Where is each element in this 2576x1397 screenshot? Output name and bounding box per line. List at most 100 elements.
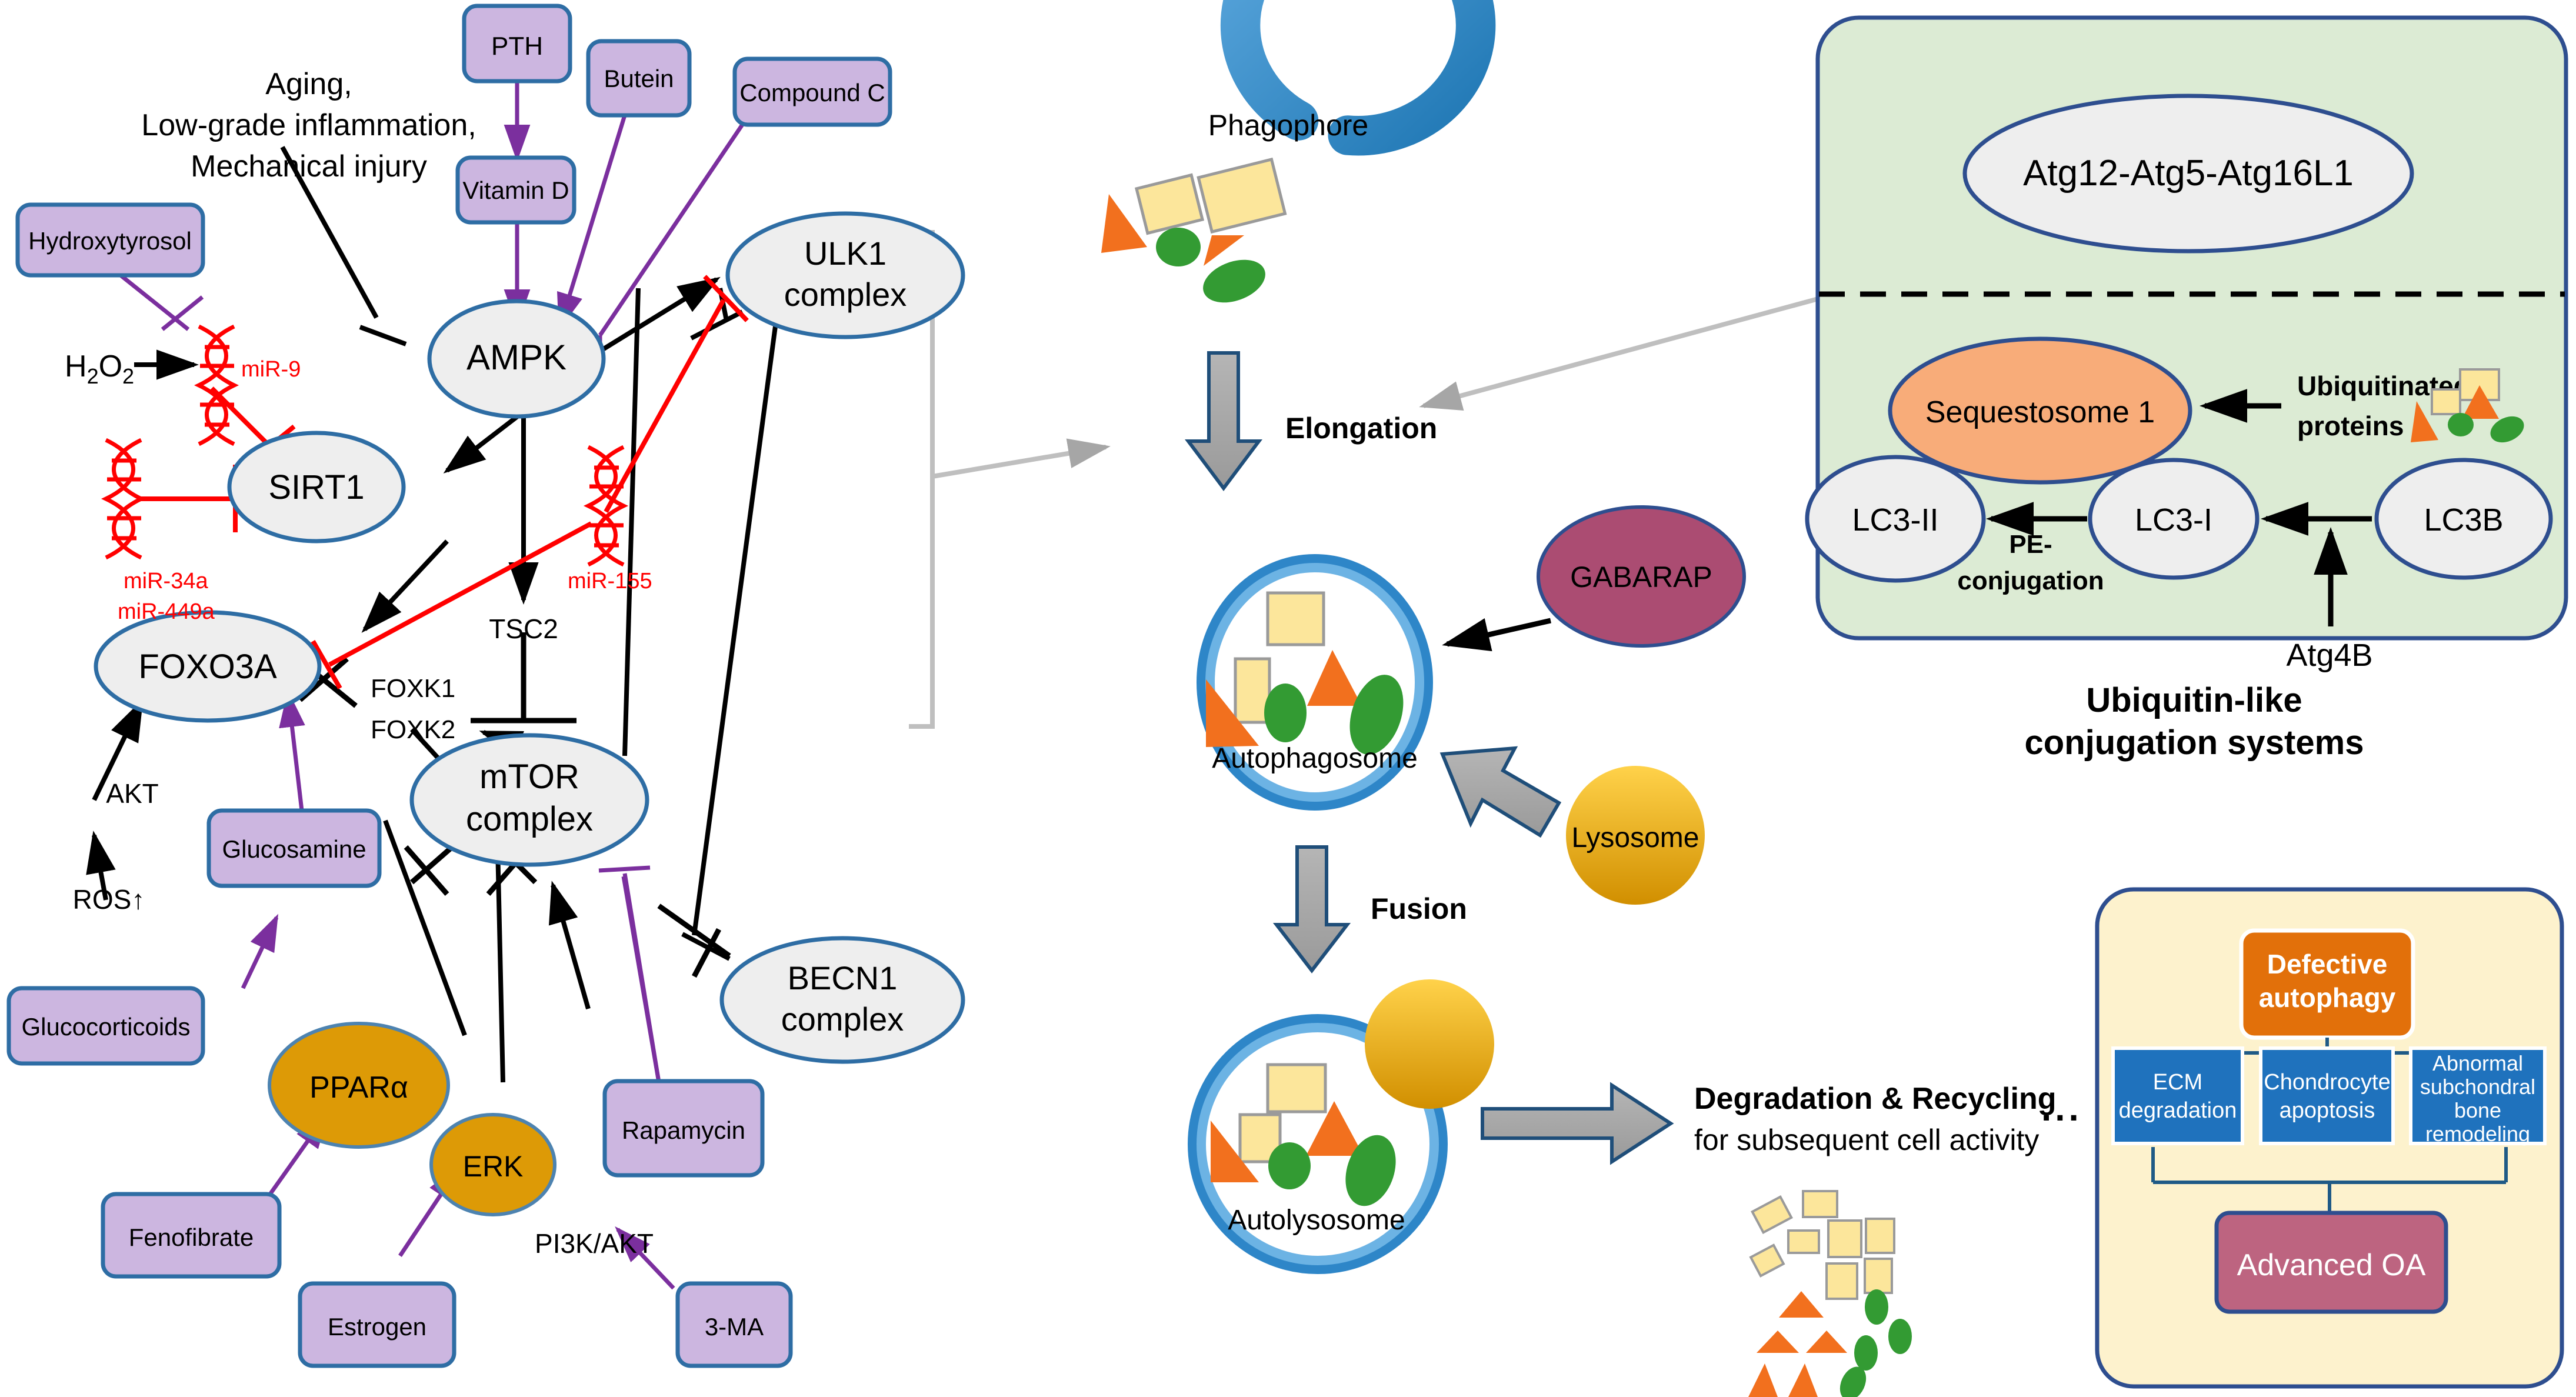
node-label-line1: BECN1 [788,959,898,996]
node-label: Sequestosome 1 [1925,395,2155,429]
drug-box-glucocorticoids[interactable]: Glucocorticoids [6,986,205,1066]
outcome-box-chondrocyte[interactable]: Chondrocyte apoptosis [2259,1046,2395,1145]
node-lc3i[interactable]: LC3-I [2088,458,2260,580]
label-h2o2: H2O2 [65,349,134,388]
drug-label: Hydroxytyrosol [28,227,192,255]
label-pi3k-akt: PI3K/AKT [535,1228,654,1259]
node-sirt1[interactable]: SIRT1 [227,431,406,544]
drug-box-vitamin-d[interactable]: Vitamin D [455,155,576,225]
stimuli-line-2: Low-grade inflammation, [141,108,476,142]
atg4b-label: Atg4B [2286,638,2372,673]
outcome-box-ecm[interactable]: ECM degradation [2111,1046,2244,1145]
node-ppara[interactable]: PPARα [268,1022,450,1149]
label-foxk2: FOXK2 [371,715,455,744]
node-label: AMPK [466,338,566,377]
grey-connector-conjugation [1419,292,1837,411]
degradation-line-2: for subsequent cell activity [1694,1123,2039,1156]
node-label: FOXO3A [138,648,277,686]
outcome-defective-autophagy[interactable]: Defective autophagy [2239,928,2415,1040]
lysosome-circle[interactable]: Lysosome [1566,766,1705,905]
conjugation-caption-line-1: Ubiquitin-like [2086,681,2302,719]
phagophore-label: Phagophore [1208,109,1368,142]
pe-line-2: conjugation [1957,566,2104,595]
elongation-arrow [1185,351,1262,491]
autolysosome-label: Autolysosome [1228,1205,1405,1236]
box-line-2: apoptosis [2280,1098,2375,1123]
conjugation-caption-line-2: conjugation systems [2025,723,2364,762]
fusion-arrow [1272,845,1351,973]
drug-label: PTH [491,32,543,61]
label-tsc2: TSC2 [489,614,558,644]
node-sequestosome1[interactable]: Sequestosome 1 [1888,336,2192,485]
outcome-box-subchondral[interactable]: Abnormal subchondral bone remodeling [2409,1046,2547,1146]
node-atg-complex[interactable]: Atg12-Atg5-Atg16L1 [1962,94,2414,254]
node-ulk1-complex[interactable]: ULK1 complex [725,211,965,339]
drug-box-hydroxytyrosol[interactable]: Hydroxytyrosol [15,202,205,278]
mirna-label-mir155: miR-155 [568,569,652,594]
node-mtor-complex[interactable]: mTOR complex [409,733,649,867]
drug-box-3-ma[interactable]: 3-MA [675,1281,793,1368]
defective-line-1: Defective [2267,949,2388,979]
outcome-connectors-bottom [2151,1147,2508,1215]
node-label: LC3-II [1852,502,1938,538]
node-erk[interactable]: ERK [429,1113,556,1216]
node-label-line1: ULK1 [804,235,887,272]
drug-box-butein[interactable]: Butein [586,39,692,118]
box-line-1: Chondrocyte [2264,1070,2390,1095]
node-lc3ii[interactable]: LC3-II [1805,455,1986,583]
phagophore-shape [1220,0,1496,156]
advanced-oa-label: Advanced OA [2237,1248,2426,1282]
outcome-advanced-oa[interactable]: Advanced OA [2214,1211,2448,1314]
drug-label: Compound C [739,79,885,106]
ellipsis-label: ... [2041,1088,2082,1129]
node-foxo3a[interactable]: FOXO3A [94,610,322,723]
drug-box-glucosamine[interactable]: Glucosamine [206,808,382,888]
box-line-2: subchondral [2420,1075,2535,1099]
degraded-debris-cluster [1748,1190,1912,1397]
cargo-cluster-autophagosome [1206,591,1404,755]
lysosome-label: Lysosome [1572,822,1699,853]
label-akt: AKT [106,778,158,809]
gabarap-arrow [1442,618,1551,652]
box-line-4: remodeling [2425,1122,2530,1146]
node-label: Atg12-Atg5-Atg16L1 [2023,153,2354,194]
node-label-line2: complex [781,1001,904,1038]
mirna-label-mir34a: miR-34a [124,569,208,594]
dna-helix-icon-mir9 [194,324,239,446]
node-label: LC3B [2424,502,2503,538]
dna-helix-icon-mir34a [101,438,146,560]
lysosome-fusion-arrow [1439,746,1562,838]
drug-label: Estrogen [328,1313,426,1341]
node-label: PPARα [309,1071,408,1105]
drug-box-estrogen[interactable]: Estrogen [298,1281,456,1368]
label-foxk1: FOXK1 [371,674,455,703]
drug-box-compound-c[interactable]: Compound C [732,56,892,127]
fusion-label: Fusion [1371,892,1467,925]
box-line-1: Abnormal [2432,1051,2523,1075]
degradation-arrow [1481,1082,1674,1165]
node-label: ERK [463,1150,524,1183]
red-mirna-edges [141,275,749,689]
lc3-conversion-arrows [1986,502,2372,626]
label-ros: ROS↑ [73,884,145,915]
node-ampk[interactable]: AMPK [427,299,606,419]
node-lc3b[interactable]: LC3B [2374,458,2553,580]
node-label-line2: complex [466,800,593,838]
purple-inhibition-arrows [119,274,661,1083]
box-line-2: degradation [2119,1098,2237,1123]
node-label-line1: mTOR [479,758,579,796]
drug-box-pth[interactable]: PTH [462,4,572,84]
node-label: SIRT1 [268,468,364,506]
cargo-cluster-phagophore [1101,157,1287,303]
mirna-label-mir9: miR-9 [241,357,301,382]
degradation-line-1: Degradation & Recycling [1694,1082,2056,1116]
autophagosome-label: Autophagosome [1212,743,1418,774]
node-gabarap[interactable]: GABARAP [1537,505,1746,648]
node-label: LC3-I [2135,502,2212,538]
node-becn1-complex[interactable]: BECN1 complex [719,936,965,1064]
drug-box-rapamycin[interactable]: Rapamycin [602,1079,765,1178]
drug-box-fenofibrate[interactable]: Fenofibrate [101,1192,282,1279]
node-label: GABARAP [1570,561,1712,594]
